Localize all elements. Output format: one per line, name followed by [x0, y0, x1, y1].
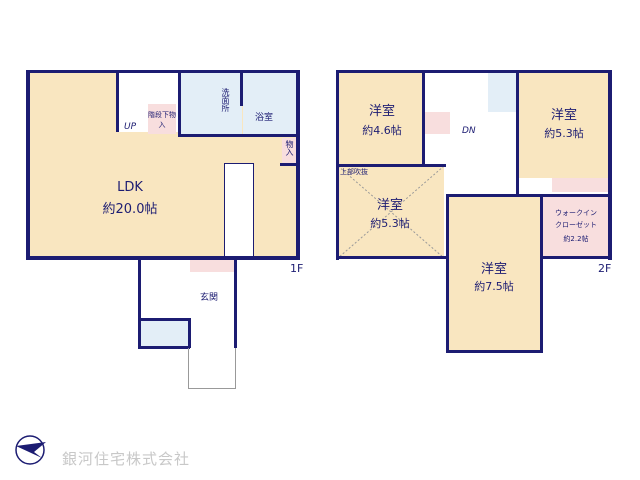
wic-name1: ウォークイン: [555, 209, 597, 217]
ldk-size: 約20.0帖: [102, 202, 158, 217]
bath-label: 浴室: [255, 113, 274, 123]
washroom-label: 洗面所: [221, 88, 230, 112]
company-logo-icon: [15, 435, 46, 465]
room-a-size: 約4.6帖: [362, 124, 402, 137]
floor-label-1f: 1F: [290, 262, 304, 275]
room-c-note: 上部吹抜: [340, 168, 368, 176]
wic-size: 約2.2帖: [563, 235, 589, 243]
storage-label: 物入: [285, 140, 294, 156]
stairs-up-label: UP: [124, 122, 137, 132]
room-c-size: 約5.3帖: [370, 217, 410, 230]
wic-name2: クローゼット: [555, 221, 597, 229]
under-stair-storage-label: 階段下物入: [148, 111, 176, 129]
floor-label-2f: 2F: [598, 262, 612, 275]
room-d-size: 約7.5帖: [474, 280, 514, 293]
room-b-size: 約5.3帖: [544, 127, 584, 140]
company-name: 銀河住宅株式会社: [62, 450, 191, 468]
stairs-down-label: DN: [462, 126, 476, 136]
room-b-name: 洋室: [550, 108, 577, 123]
room-c-name: 洋室: [376, 198, 403, 213]
entrance-label: 玄関: [200, 293, 219, 303]
ldk-name: LDK: [117, 180, 143, 195]
room-d-name: 洋室: [480, 262, 507, 277]
room-a-name: 洋室: [368, 104, 395, 119]
